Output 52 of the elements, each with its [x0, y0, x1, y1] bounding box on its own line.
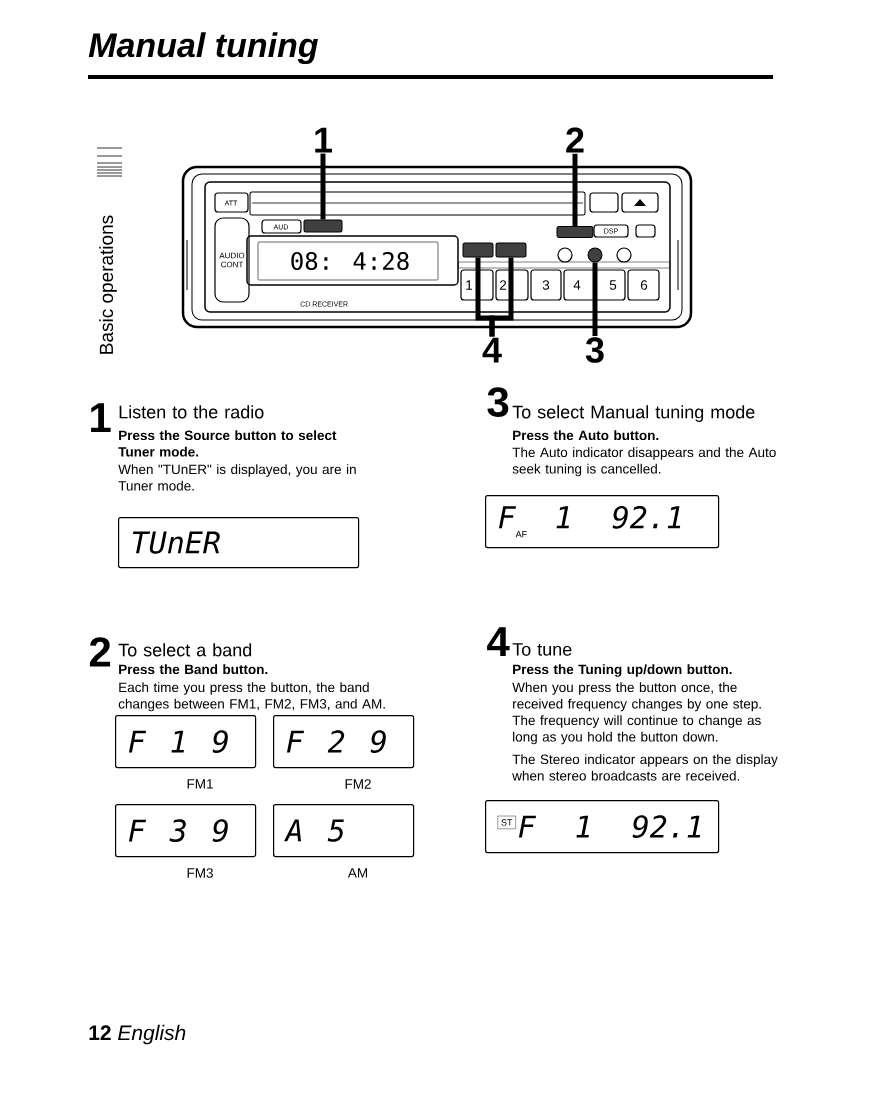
- shaded-button: [495, 242, 527, 258]
- step-heading: To select Manual tuning mode: [512, 405, 755, 422]
- display-box: TUnER: [118, 517, 360, 569]
- display-box: ST F 1 92.1: [485, 800, 720, 854]
- leader-line: [592, 262, 598, 337]
- body-text: The Auto indicator disappears and the Auto seek tuning is cancelled.: [512, 447, 776, 477]
- display-box: A 5: [273, 804, 415, 858]
- leader-line: [489, 257, 514, 337]
- callout-number: 3: [585, 337, 604, 363]
- band-caption: AM: [347, 868, 368, 878]
- button-label: AUDIO CONT: [219, 252, 245, 268]
- button-label: 4: [573, 280, 581, 290]
- button-label: 5: [609, 280, 617, 290]
- instruction-text: Press the Tuning up/down button.: [513, 664, 732, 677]
- button-label: 1: [466, 280, 473, 290]
- band-caption: FM2: [345, 779, 371, 789]
- shaded-button: [556, 226, 594, 238]
- body-text: Each time you press the button, the band changes between FM1, FM2, FM3, and AM.: [118, 682, 385, 712]
- step-heading: Listen to the radio: [119, 405, 264, 419]
- shaded-button: [462, 242, 494, 258]
- round-button: [587, 247, 603, 263]
- callout-number: 4: [482, 337, 502, 363]
- title: Manual tuning: [88, 32, 319, 65]
- step-number: 3: [487, 387, 509, 417]
- leader-line: [320, 153, 326, 220]
- step-number: 2: [89, 637, 111, 667]
- display-readout: 08: 4:28: [291, 251, 409, 271]
- shaded-button: [303, 219, 343, 233]
- callout-number: 1: [315, 127, 332, 153]
- body-text: When "TUnER" is displayed, you are in Tuner mode.: [118, 464, 356, 491]
- display-box: F 1 9: [115, 715, 257, 769]
- step-heading: To tune: [512, 643, 572, 656]
- sidebar-heading: Basic operations: [99, 215, 117, 354]
- button-label: 2: [499, 280, 507, 290]
- band-caption: FM1: [187, 779, 213, 789]
- step-number: 4: [487, 627, 510, 657]
- display-box: F 2 9: [273, 715, 415, 769]
- instruction-text: Press the Auto button.: [513, 430, 659, 441]
- display-box: F 3 9: [115, 804, 257, 858]
- page-footer: 12 English: [89, 1024, 186, 1045]
- step-heading: To select a band: [118, 643, 252, 657]
- button-label: 6: [640, 280, 648, 290]
- display-box: F 1 92.1 AF: [485, 495, 720, 549]
- leader-line: [572, 153, 578, 226]
- instruction-text: Press the Source button to select Tuner mode.: [118, 430, 337, 457]
- body-text: The Stereo indicator appears on the display when stereo broadcasts are received.: [512, 754, 778, 781]
- callout-number: 2: [566, 127, 584, 153]
- instruction-text: Press the Band button.: [119, 664, 268, 675]
- band-caption: FM3: [187, 868, 213, 878]
- body-text: When you press the button once, the received frequency changes by one step. The frequency will continue to change as long as you hold the button down.: [512, 682, 761, 745]
- button-label: 3: [542, 280, 550, 290]
- step-number: 1: [91, 403, 111, 433]
